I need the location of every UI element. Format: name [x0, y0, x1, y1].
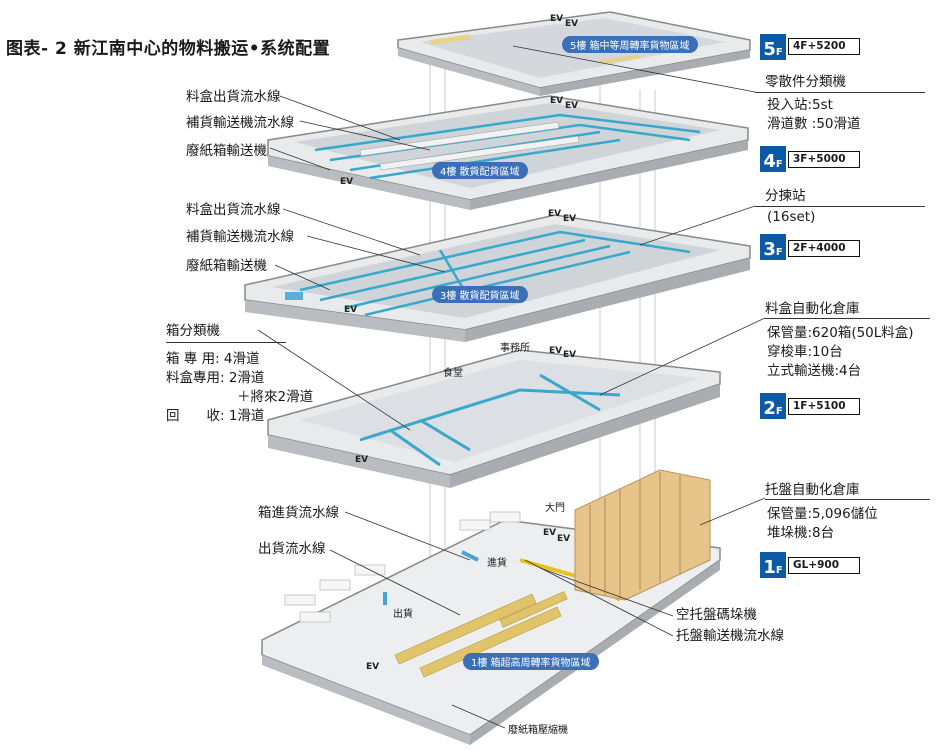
floor-elev-3f: 2F+4000 — [788, 240, 860, 257]
f4-tote-outbound-line: 料盒出貨流水線 — [186, 89, 281, 105]
canteen-label: 食堂 — [443, 368, 463, 379]
inbound-line-label: 箱進貨流水線 — [258, 505, 339, 521]
ev-label-5f: EV — [550, 14, 564, 24]
floor-4-slab — [267, 95, 749, 210]
floor-elev-1f: GL+900 — [788, 557, 860, 574]
ev-label-3f-b: EV — [563, 214, 577, 224]
picking-station-line1: (16set) — [767, 209, 816, 225]
zone-1f: 1樓 箱超高周轉率貨物區域 — [463, 653, 599, 670]
box-sorter-line3: ＋將來2滑道 — [237, 389, 314, 405]
tote-warehouse-title: 料盒自動化倉庫 — [765, 301, 860, 317]
tote-warehouse-line2: 穿梭車:10台 — [767, 344, 843, 360]
f3-waste-carton-conveyor: 廢紙箱輸送機 — [186, 258, 267, 274]
pallet-warehouse-title: 托盤自動化倉庫 — [765, 482, 860, 498]
floor-elev-4f: 3F+5000 — [788, 151, 860, 168]
floor-2-slab — [267, 349, 721, 488]
pallet-warehouse-rule — [765, 499, 930, 500]
floor-1-slab — [261, 469, 721, 745]
tote-warehouse-rule — [765, 318, 930, 319]
floor-elev-5f: 4F+5200 — [788, 38, 860, 55]
ev-label-4f-c: EV — [340, 177, 354, 187]
inbound-label: 進貨 — [487, 558, 507, 569]
floor-3-slab — [244, 214, 751, 342]
pallet-warehouse-line1: 保管量:5,096儲位 — [767, 506, 878, 522]
ev-label-3f-c: EV — [344, 305, 358, 315]
ev-label-1f-b: EV — [557, 534, 571, 544]
f4-replenish-conveyor: 補貨輸送機流水線 — [186, 115, 294, 131]
tote-warehouse-line1: 保管量:620箱(50L料盒) — [767, 325, 914, 341]
ev-label-3f: EV — [548, 209, 562, 219]
page-title: 图表- 2 新江南中心的物料搬运•系统配置 — [6, 39, 331, 59]
office-label: 事務所 — [500, 343, 530, 354]
outbound-label: 出貨 — [393, 609, 413, 620]
parts-sorter-rule — [755, 92, 925, 93]
ev-label-2f-b: EV — [563, 350, 577, 360]
zone-4f: 4樓 散貨配貨區域 — [432, 162, 528, 179]
compactor-label: 廢紙箱壓縮機 — [508, 725, 568, 736]
zone-5f: 5樓 箱中等周轉率貨物區域 — [562, 36, 698, 53]
box-sorter-rule — [166, 342, 286, 343]
picking-station-title: 分揀站 — [765, 188, 806, 204]
picking-station-rule — [755, 206, 925, 207]
parts-sorter-line1: 投入站:5st — [767, 97, 833, 113]
main-gate-label: 大門 — [545, 503, 565, 514]
pallet-warehouse-line2: 堆垛機:8台 — [767, 525, 835, 541]
box-sorter-line2: 料盒專用: 2滑道 — [166, 370, 265, 386]
f3-tote-outbound-line: 料盒出貨流水線 — [186, 202, 281, 218]
ev-label-1f-c: EV — [366, 662, 380, 672]
floor-elev-2f: 1F+5100 — [788, 398, 860, 415]
f3-replenish-conveyor: 補貨輸送機流水線 — [186, 229, 294, 245]
ev-label-4f: EV — [550, 96, 564, 106]
box-sorter-line1: 箱 專 用: 4滑道 — [166, 351, 260, 367]
parts-sorter-line2: 滑道數 :50滑道 — [767, 116, 861, 132]
parts-sorter-title: 零散件分類機 — [765, 74, 846, 90]
box-sorter-title: 箱分類機 — [166, 323, 220, 339]
empty-pallet-stacker-label: 空托盤碼垛機 — [676, 607, 757, 623]
ev-label-2f: EV — [549, 346, 563, 356]
ev-label-4f-b: EV — [565, 101, 579, 111]
outbound-line-label: 出貨流水線 — [258, 541, 326, 557]
box-sorter-line4: 回 收: 1滑道 — [166, 408, 265, 424]
f4-waste-carton-conveyor: 廢紙箱輸送機 — [186, 143, 267, 159]
ev-label-2f-c: EV — [355, 455, 369, 465]
tote-warehouse-line3: 立式輸送機:4台 — [767, 363, 862, 379]
leader-lines — [257, 45, 766, 729]
zone-3f: 3樓 散貨配貨區域 — [432, 286, 528, 303]
ev-label-1f: EV — [543, 528, 557, 538]
pallet-conveyor-label: 托盤輸送機流水線 — [676, 628, 784, 644]
ev-label-5f-b: EV — [565, 19, 579, 29]
